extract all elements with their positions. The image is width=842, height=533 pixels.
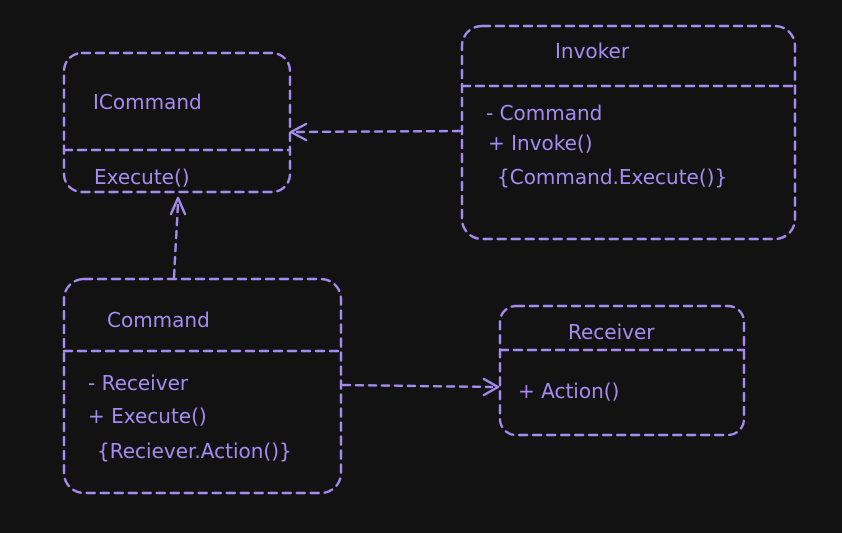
invoker-method-body: {Command.Execute()} xyxy=(497,165,727,189)
command-box[interactable]: Command - Receiver + Execute() {Reciever… xyxy=(62,277,343,495)
command-field-receiver: - Receiver xyxy=(88,371,189,395)
invoker-field-command: - Command xyxy=(486,101,602,125)
icommand-method-execute: Execute() xyxy=(94,165,190,189)
receiver-title: Receiver xyxy=(568,320,655,344)
command-to-receiver-arrow xyxy=(341,377,500,397)
arrow-head xyxy=(289,122,308,142)
receiver-method-action: + Action() xyxy=(518,379,619,403)
invoker-outline xyxy=(460,24,797,241)
command-title: Command xyxy=(107,308,210,332)
receiver-outline xyxy=(498,304,746,437)
arrow-line xyxy=(172,202,180,279)
command-outline xyxy=(62,277,343,495)
icommand-title: ICommand xyxy=(93,90,202,114)
receiver-box[interactable]: Receiver + Action() xyxy=(498,304,746,437)
invoker-box[interactable]: Invoker - Command + Invoke() {Command.Ex… xyxy=(460,24,797,241)
command-to-icommand-arrow xyxy=(169,196,187,279)
command-method-execute: + Execute() xyxy=(88,404,207,428)
invoker-method-invoke: + Invoke() xyxy=(488,131,593,155)
invoker-to-icommand-arrow xyxy=(289,122,462,142)
arrow-head xyxy=(169,196,187,216)
arrow-head xyxy=(482,377,500,397)
arrow-line xyxy=(294,129,462,134)
command-method-body: {Reciever.Action()} xyxy=(97,439,292,463)
icommand-box[interactable]: ICommand Execute() xyxy=(62,51,292,194)
invoker-title: Invoker xyxy=(555,39,630,63)
icommand-outline xyxy=(62,51,292,194)
arrow-line xyxy=(341,383,494,389)
